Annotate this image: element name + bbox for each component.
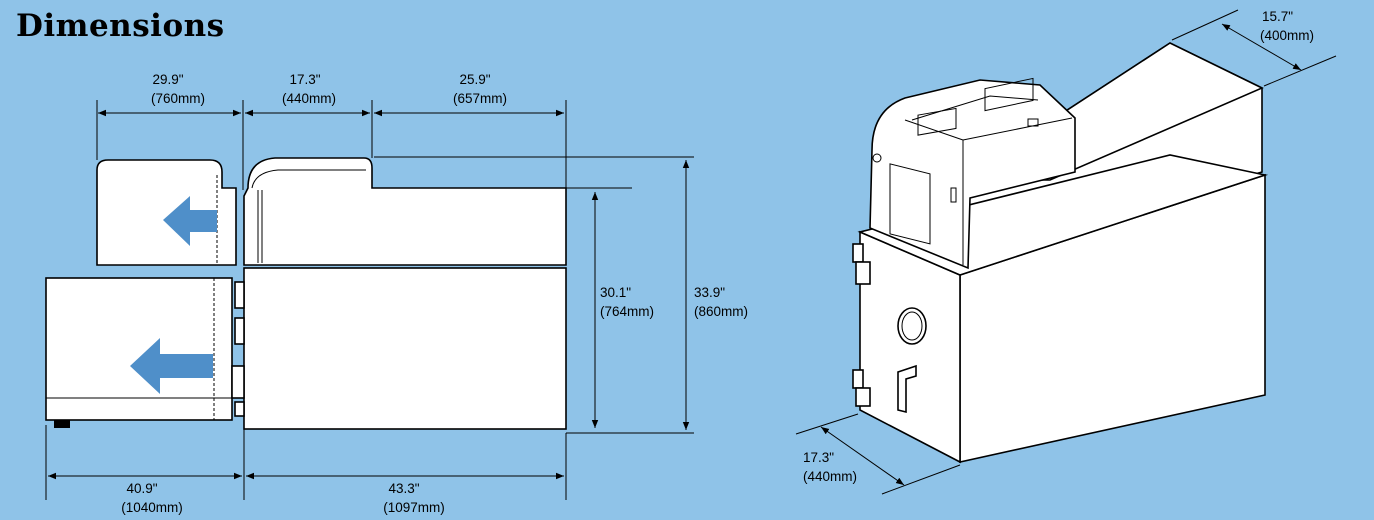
dim-height-body-mm: (764mm) bbox=[600, 304, 654, 319]
machine-isometric bbox=[852, 42, 1269, 464]
iso-dimension-lines bbox=[795, 9, 1337, 495]
lower-drawer-extended bbox=[45, 277, 233, 428]
dim-top-left-inch: 29.9" bbox=[152, 72, 183, 87]
dim-iso-depth-inch: 15.7" bbox=[1262, 9, 1293, 24]
dim-iso-depth-mm: (400mm) bbox=[1260, 28, 1314, 43]
dim-top-right-inch: 25.9" bbox=[459, 72, 490, 87]
dim-top-left-mm: (760mm) bbox=[151, 91, 205, 106]
dim-height-body-inch: 30.1" bbox=[600, 285, 631, 300]
dim-height-total-inch: 33.9" bbox=[694, 285, 725, 300]
dim-top-right-mm: (657mm) bbox=[453, 91, 507, 106]
extension-lines bbox=[45, 100, 694, 500]
pull-arrow-upper-icon bbox=[163, 196, 217, 246]
dim-bottom-right-mm: (1097mm) bbox=[383, 500, 445, 515]
dim-iso-width-inch: 17.3" bbox=[803, 450, 834, 465]
page-title: Dimensions bbox=[16, 8, 225, 44]
dim-height-total-mm: (860mm) bbox=[694, 304, 748, 319]
upper-drawer-extended bbox=[96, 159, 237, 266]
dim-iso-width-mm: (440mm) bbox=[803, 469, 857, 484]
dim-bottom-left-mm: (1040mm) bbox=[121, 500, 183, 515]
machine-side-body bbox=[231, 157, 567, 430]
pull-arrow-lower-icon bbox=[130, 338, 213, 394]
dim-top-mid-mm: (440mm) bbox=[282, 91, 336, 106]
dim-top-mid-inch: 17.3" bbox=[289, 72, 320, 87]
dimension-arrows bbox=[48, 109, 690, 480]
dim-bottom-right-inch: 43.3" bbox=[388, 481, 419, 496]
dim-bottom-left-inch: 40.9" bbox=[126, 481, 157, 496]
